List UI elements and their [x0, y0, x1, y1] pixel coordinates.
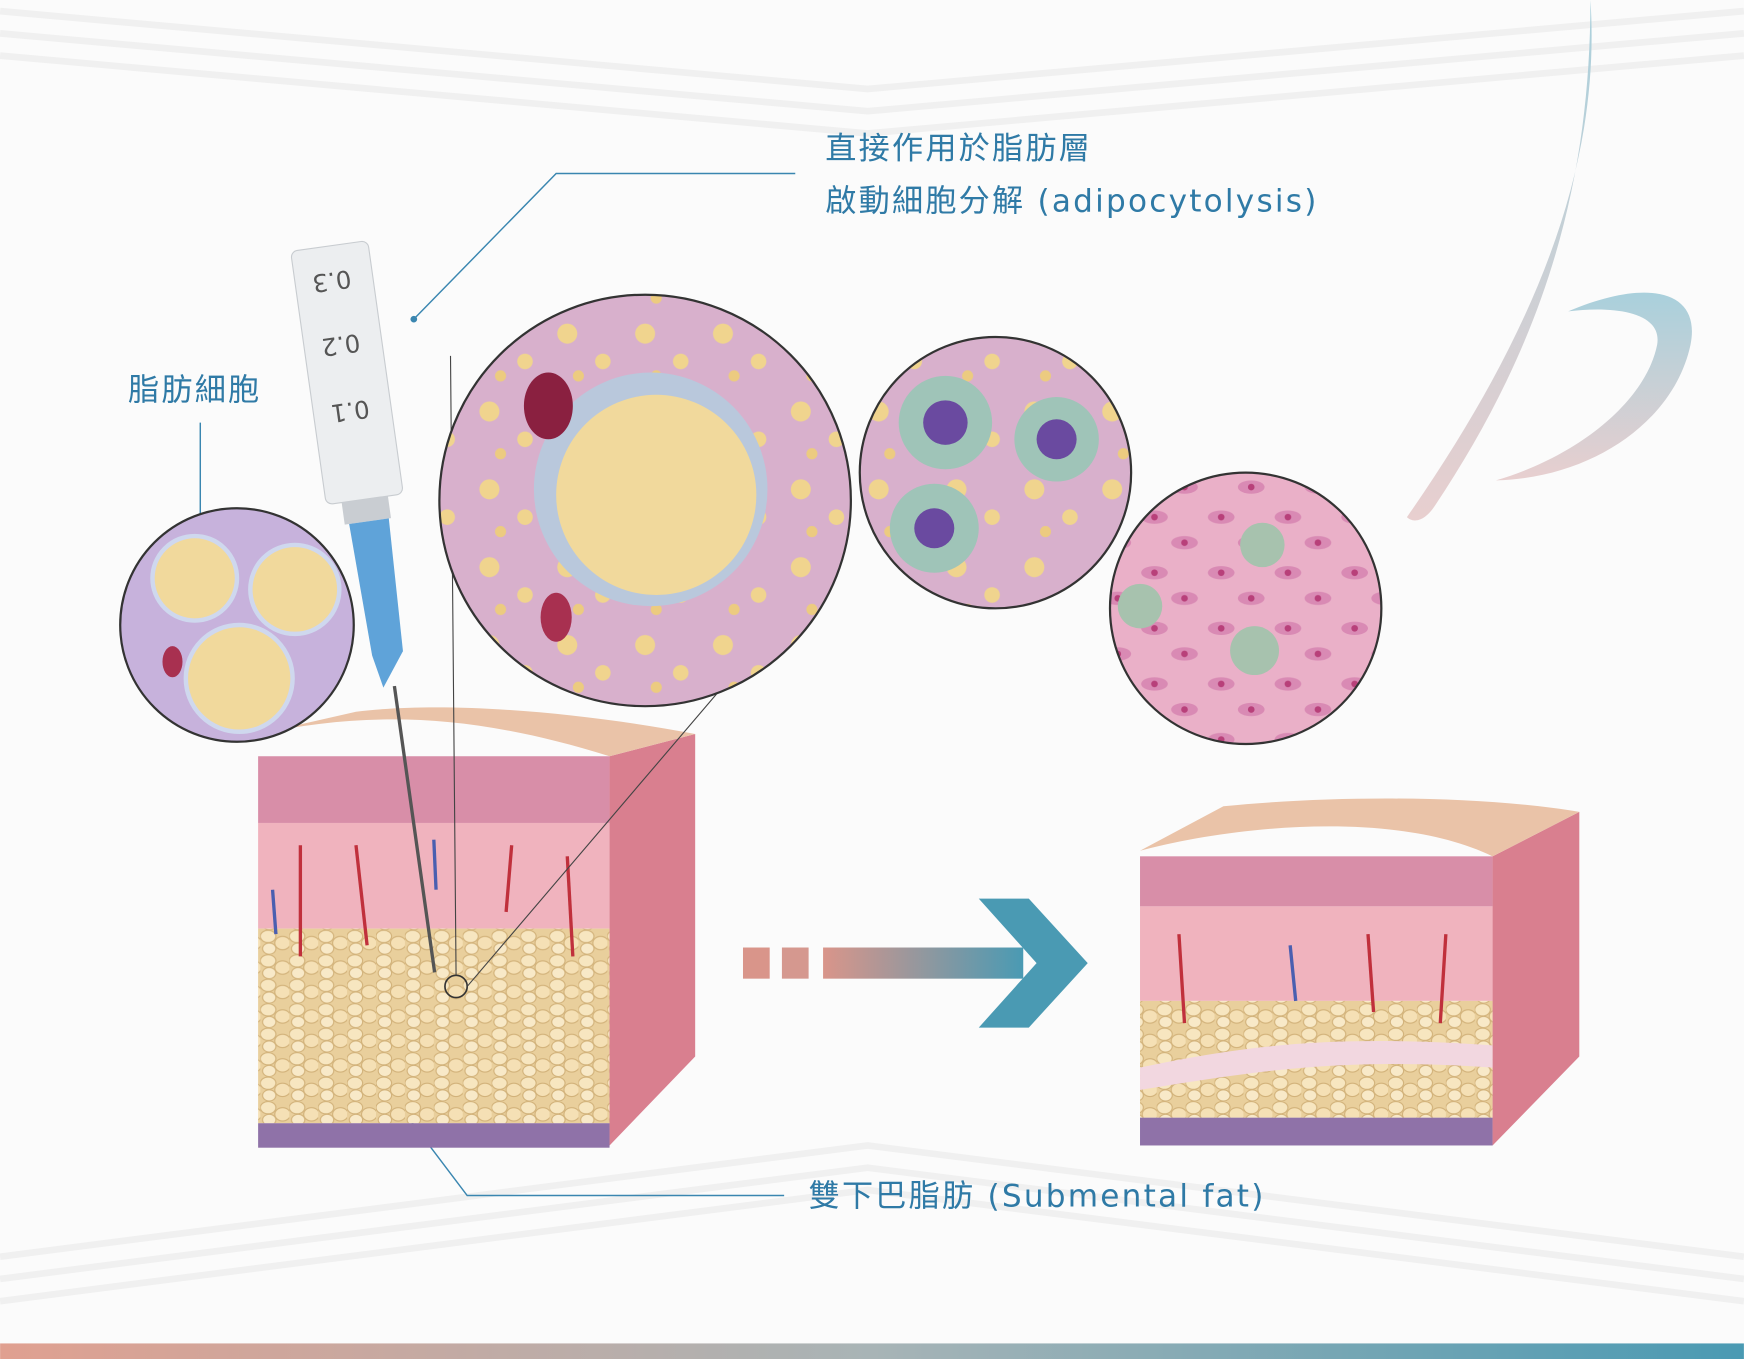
submental-fat-label: 雙下巴脂肪 (Submental fat) [809, 1179, 1266, 1215]
fat-cells-magnified [119, 507, 355, 743]
mechanism-label-line2: 啟動細胞分解 (adipocytolysis) [825, 183, 1318, 219]
syringe-mark: 0.2 [320, 328, 363, 362]
skin-block-after [1140, 798, 1580, 1146]
fat-cells-label: 脂肪細胞 [128, 372, 261, 408]
syringe-mark: 0.3 [311, 264, 354, 298]
leader-dot [410, 315, 418, 323]
progression-arrow [742, 898, 1088, 1028]
adipocyte-rupture-magnified [438, 293, 852, 708]
mechanism-label-line1: 直接作用於脂肪層 [825, 131, 1092, 167]
fibroblasts-magnified [1108, 471, 1383, 746]
brand-swirl-logo [1406, 0, 1692, 521]
syringe: 0.3 0.2 0.1 [290, 240, 437, 973]
macrophages-magnified [858, 335, 1133, 610]
skin-block-before [258, 355, 835, 1148]
syringe-mark: 0.1 [329, 394, 372, 428]
background-chevrons [0, 7, 1744, 1305]
bottom-gradient-bar [0, 1343, 1744, 1359]
